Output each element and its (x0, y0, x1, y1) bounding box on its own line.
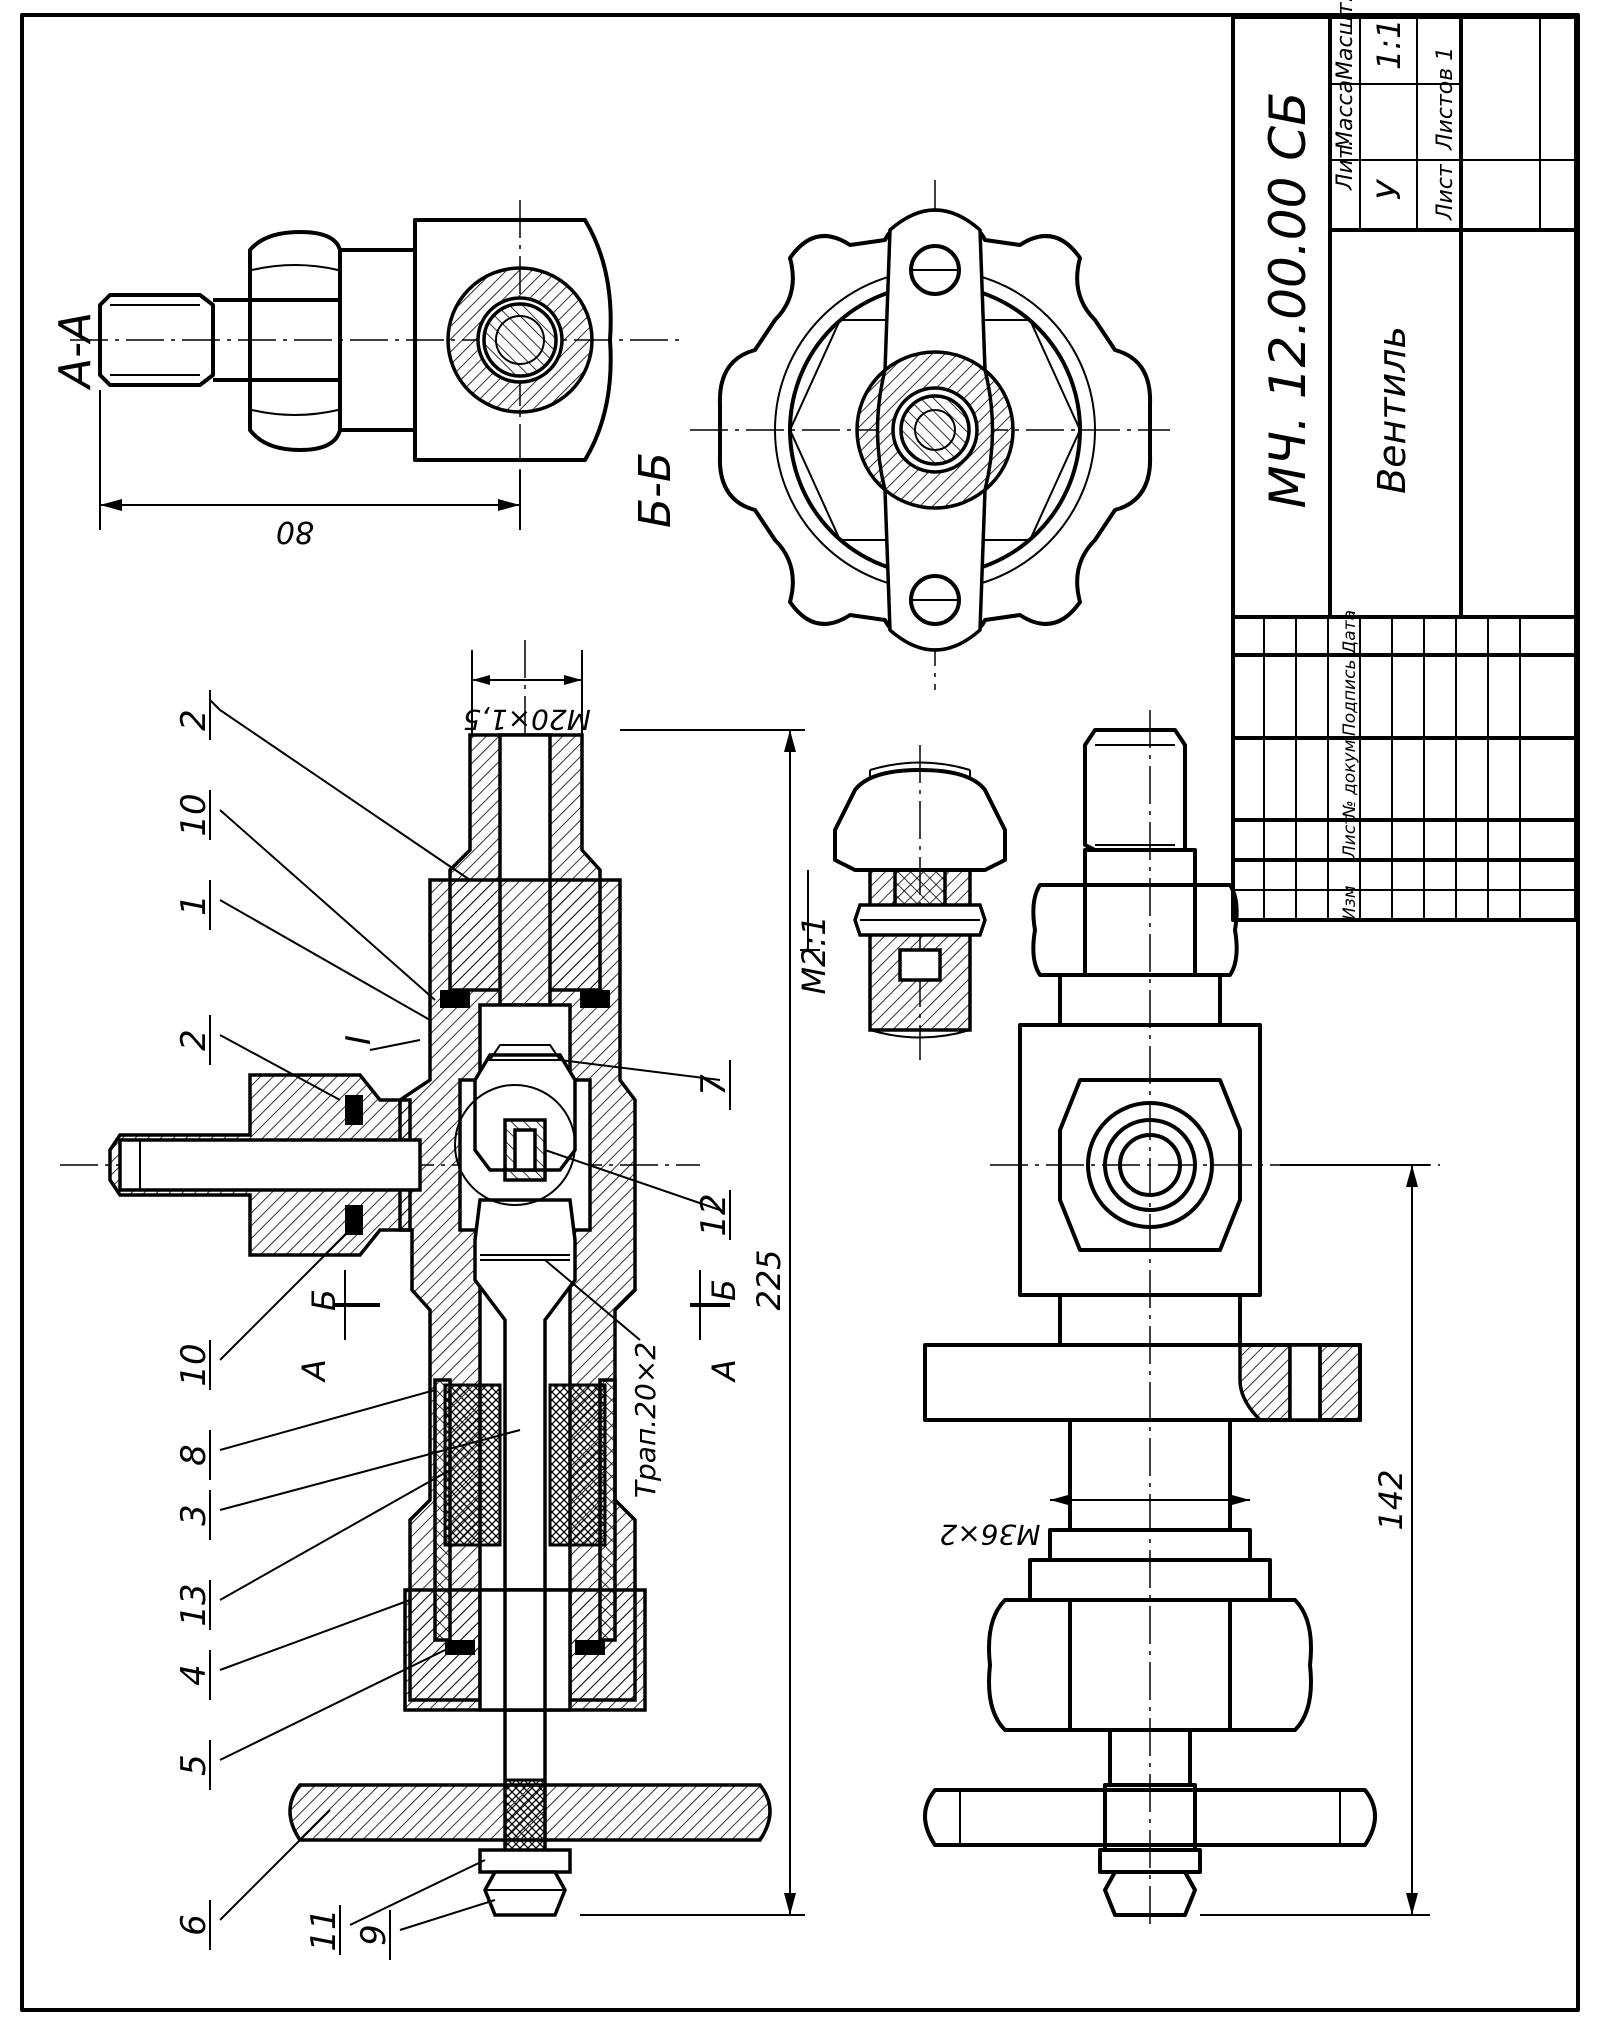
callout-7: 7 (694, 1074, 734, 1096)
cut-b-left: Б (305, 1289, 343, 1311)
rev-header-sign: Подпись (1340, 660, 1360, 736)
section-bb-view: Б-Б (630, 180, 1170, 690)
callout-1: 1 (174, 894, 214, 916)
dim-80: 80 (276, 514, 314, 549)
scale-value: 1:1 (1370, 19, 1408, 71)
callout-10-top: 10 (174, 793, 214, 836)
callout-3: 3 (174, 1504, 214, 1526)
callout-2-top: 2 (174, 709, 214, 731)
section-aa-label: А-А (50, 312, 101, 391)
rev-header-doc: № докум (1340, 739, 1360, 819)
designation-text: МЧ. 12.00.00 СБ (1259, 92, 1317, 509)
detail-i-label: I (339, 1035, 379, 1045)
callout-10-low: 10 (174, 1343, 214, 1386)
dim-225: 225 (750, 1249, 788, 1310)
cut-a-left: А (295, 1359, 333, 1383)
cut-b-right: Б (705, 1279, 743, 1301)
callout-8: 8 (174, 1444, 214, 1466)
callout-11: 11 (304, 1908, 344, 1951)
main-section-view: 225 М20×1,5 Трап.20×2 А Б А Б (60, 640, 805, 1960)
sheet-label: Лист (1433, 163, 1458, 221)
dim-m36: М36×2 (939, 1518, 1040, 1551)
section-bb-label: Б-Б (630, 452, 681, 528)
callout-5: 5 (174, 1754, 214, 1776)
lit-header: Лит. (1333, 139, 1358, 191)
rev-header-list: Лист (1340, 814, 1360, 859)
dim-trap: Трап.20×2 (629, 1342, 662, 1498)
callout-2-side: 2 (174, 1029, 214, 1051)
sheet-frame (20, 13, 1580, 2012)
section-aa-view: 80 А-А (50, 200, 680, 549)
lit-value: У (1370, 178, 1408, 200)
sheets-label: Листов 1 (1433, 47, 1458, 151)
detail-i-view: М2:1 (795, 745, 1007, 1060)
part-name-text: Вентиль (1370, 326, 1414, 494)
detail-scale-label: М2:1 (795, 915, 833, 994)
mass-header: Масса (1333, 80, 1358, 150)
side-view: М36×2 142 (923, 710, 1440, 1930)
rev-header-izm: Изм (1340, 885, 1360, 920)
callout-12: 12 (694, 1193, 734, 1236)
callout-leaders (209, 690, 731, 1960)
dim-m20: М20×1,5 (463, 703, 591, 736)
scale-header: Масшт. (1333, 0, 1358, 80)
callout-4: 4 (174, 1664, 214, 1686)
cut-a-right: А (705, 1359, 743, 1383)
callout-9: 9 (354, 1924, 394, 1946)
callout-13: 13 (174, 1583, 214, 1626)
rev-header-date: Дата (1340, 610, 1360, 655)
callout-6: 6 (174, 1914, 214, 1936)
title-block: МЧ. 12.00.00 СБ Вентиль Лит. Масса Масшт… (1231, 0, 1578, 922)
dim-142: 142 (1372, 1469, 1410, 1530)
